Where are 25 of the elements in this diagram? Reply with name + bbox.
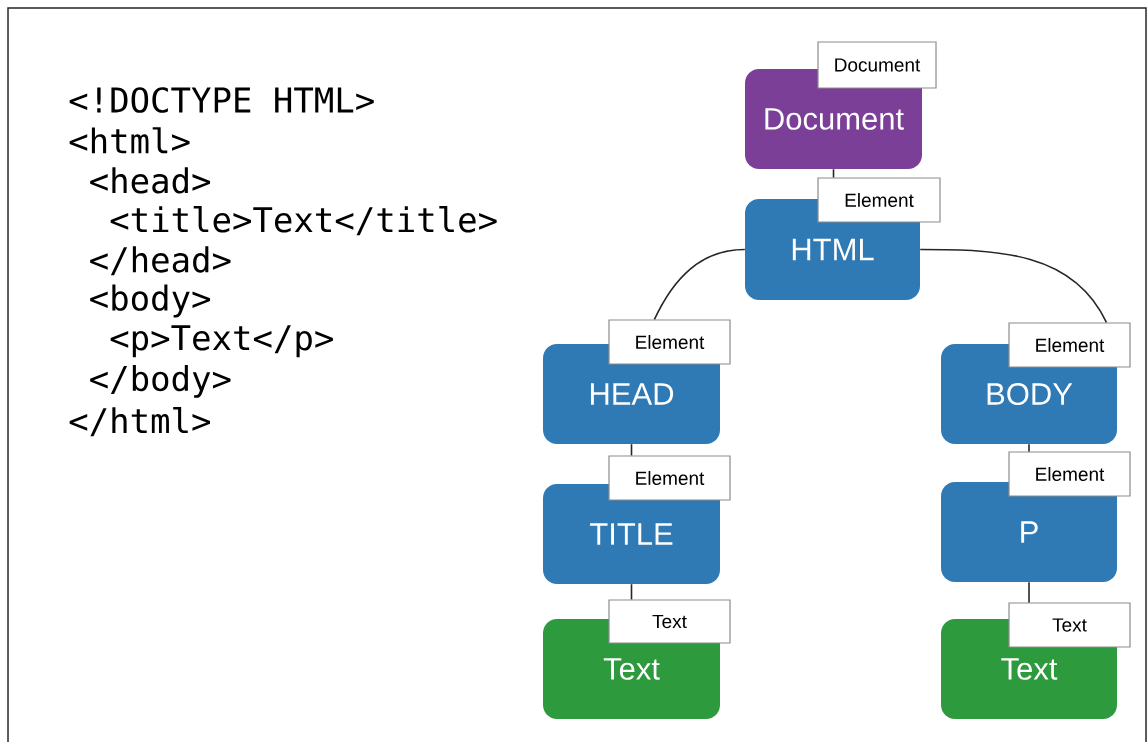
connector-line <box>630 583 633 601</box>
type-tag: Element <box>1008 322 1131 368</box>
type-tag: Text <box>1008 602 1131 648</box>
type-tag: Document <box>817 41 937 89</box>
connector-line <box>653 248 746 321</box>
type-tag: Element <box>817 177 941 223</box>
type-tag: Text <box>608 599 731 644</box>
code-line: <body> <box>90 284 211 318</box>
code-line: </body> <box>90 364 231 398</box>
connector-line <box>1028 443 1030 453</box>
connector-line <box>630 443 633 457</box>
connector-line <box>832 168 835 179</box>
connector-line <box>1028 581 1030 604</box>
code-line: </html> <box>69 407 210 437</box>
type-tag: Element <box>608 319 731 365</box>
code-line: <p>Text</p> <box>110 325 333 358</box>
connector-line <box>919 248 1108 324</box>
code-line: <!DOCTYPE HTML> <box>69 87 374 113</box>
code-line: <title>Text</title> <box>110 206 497 236</box>
code-line: </head> <box>90 246 231 276</box>
code-line: <head> <box>90 167 211 194</box>
code-line: <html> <box>69 127 190 154</box>
type-tag: Element <box>1008 451 1131 497</box>
type-tag: Element <box>608 455 731 501</box>
element-box: P <box>941 482 1117 582</box>
